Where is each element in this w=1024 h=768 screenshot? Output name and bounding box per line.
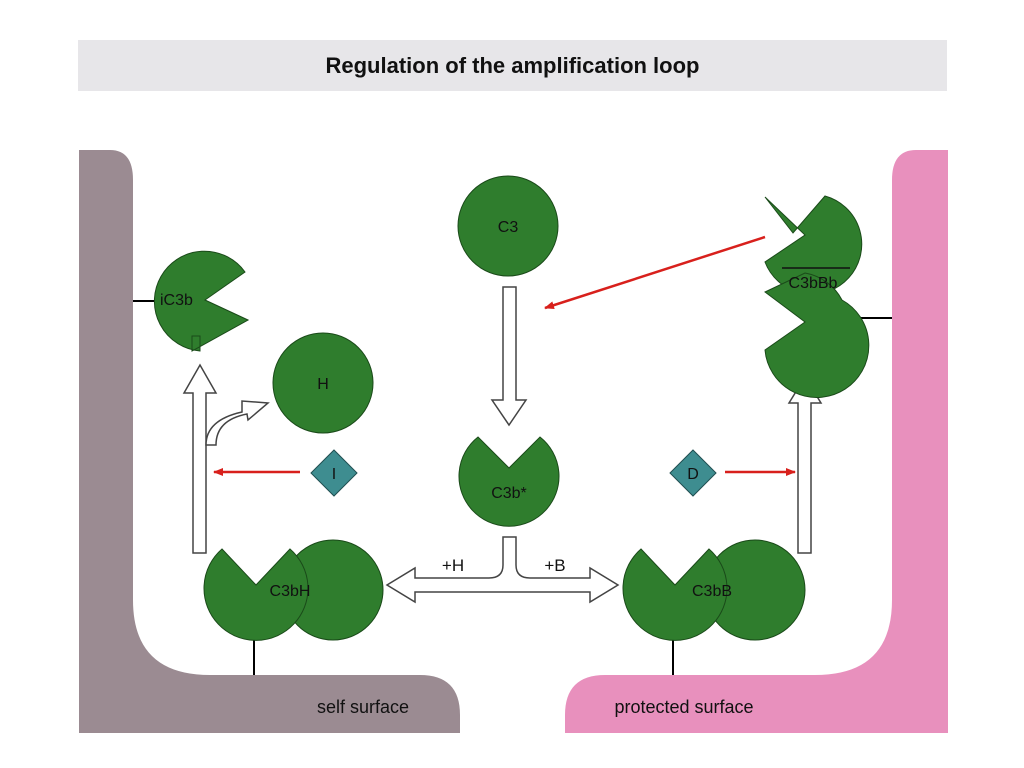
protected-surface-region [565,150,948,733]
c3bbb-complex: C3bBb [764,195,870,398]
factor-d-diamond: D [669,449,717,497]
svg-text:C3bBb: C3bBb [789,275,838,292]
plus-h-label: +H [442,556,464,575]
self-surface-region [79,150,460,733]
plus-b-label: +B [544,556,565,575]
svg-text:C3b*: C3b* [491,485,527,502]
c3bbb-cleaves-c3-arrow [544,235,766,310]
title-bar: Regulation of the amplification loop [78,40,947,91]
svg-text:I: I [332,466,336,483]
self-surface-label: self surface [317,697,409,717]
diagram-title: Regulation of the amplification loop [325,52,700,78]
svg-text:C3bH: C3bH [270,583,311,600]
svg-text:iC3b: iC3b [160,292,193,309]
c3bh-to-ic3b-arrow [182,363,218,554]
svg-text:C3bB: C3bB [692,583,732,600]
branch-arrow [385,536,620,604]
svg-text:H: H [317,376,329,393]
factor-h-molecule: H [272,332,374,434]
factor-i-diamond: I [310,449,358,497]
protected-surface-label: protected surface [614,697,753,717]
c3bh-complex: C3bH [203,539,384,641]
c3-to-c3b-arrow [490,286,528,427]
c3b-star-molecule: C3b* [458,436,560,527]
c3-molecule: C3 [457,175,559,277]
svg-text:C3: C3 [498,219,519,236]
c3bb-to-c3bbb-arrow [787,375,823,554]
svg-text:D: D [687,466,699,483]
c3bb-complex: C3bB [622,539,806,641]
ic3b-molecule: iC3b [153,250,250,352]
release-h-arrow [205,400,270,446]
